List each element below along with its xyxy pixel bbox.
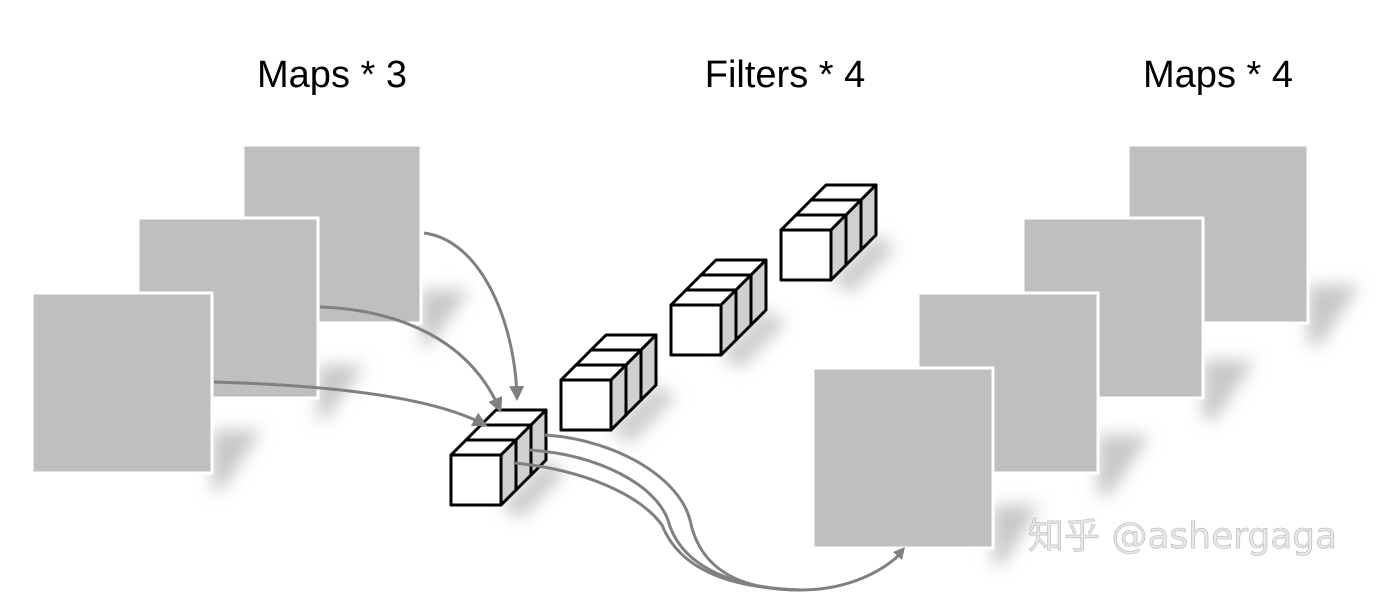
arrow-input-map-1 bbox=[213, 380, 488, 427]
map-shadow bbox=[1308, 285, 1360, 345]
filter-2 bbox=[559, 333, 676, 444]
output-maps-label: Maps * 4 bbox=[1143, 54, 1293, 96]
input-maps bbox=[30, 143, 470, 490]
filters-label: Filters * 4 bbox=[705, 54, 865, 96]
map-shadow bbox=[318, 365, 365, 420]
output-map bbox=[811, 366, 995, 550]
filter-slice-front bbox=[449, 453, 503, 507]
filter-1 bbox=[449, 408, 566, 519]
arrow-output-3 bbox=[514, 461, 801, 592]
input-map bbox=[30, 291, 214, 475]
filters bbox=[449, 183, 896, 519]
input-arrows bbox=[213, 231, 525, 427]
map-shadow bbox=[1203, 360, 1255, 420]
input-map-1 bbox=[30, 291, 262, 490]
filter-shadow bbox=[831, 235, 896, 294]
filter-slice-front bbox=[779, 228, 833, 282]
filter-slice-front bbox=[559, 378, 613, 432]
map-shadow bbox=[421, 290, 470, 345]
map-shadow bbox=[1098, 435, 1150, 495]
arrow-output-1 bbox=[544, 433, 904, 592]
arrow-output-2 bbox=[529, 448, 801, 592]
filter-shadow bbox=[501, 460, 566, 519]
filter-shadow bbox=[611, 385, 676, 444]
output-maps bbox=[811, 143, 1360, 565]
filter-slice-front bbox=[669, 303, 723, 357]
filter-4 bbox=[779, 183, 896, 294]
filter-shadow bbox=[721, 310, 786, 369]
watermark: 知乎 @ashergaga bbox=[1028, 516, 1337, 557]
map-shadow bbox=[993, 505, 1040, 565]
input-maps-label: Maps * 3 bbox=[257, 54, 407, 96]
output-arrows bbox=[514, 433, 905, 592]
arrow-input-map-3 bbox=[423, 231, 525, 401]
arrowhead-output bbox=[893, 547, 905, 560]
output-map-1 bbox=[811, 366, 1040, 565]
arrow-input-map-2 bbox=[319, 305, 503, 413]
filter-3 bbox=[669, 258, 786, 369]
map-shadow bbox=[212, 430, 262, 490]
